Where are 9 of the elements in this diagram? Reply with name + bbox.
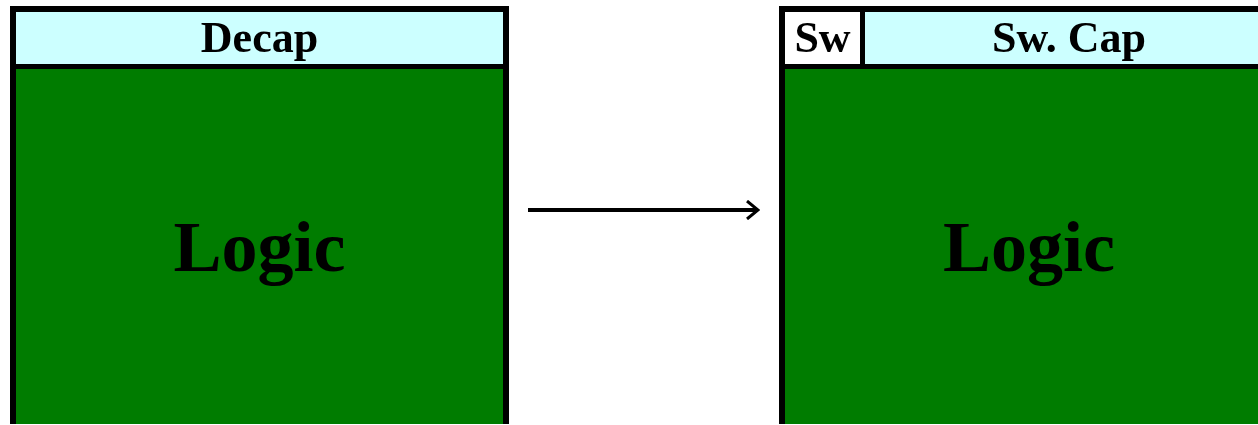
arrow [528, 199, 760, 221]
chip-outline [10, 6, 509, 424]
chip-outline [779, 6, 1258, 424]
node-label: Sw [794, 16, 851, 60]
switch-band [785, 12, 865, 69]
cap-band [865, 12, 1258, 69]
node-label: Sw. Cap [991, 16, 1147, 60]
decap-band [16, 12, 503, 69]
node-label: Decap [200, 16, 319, 60]
